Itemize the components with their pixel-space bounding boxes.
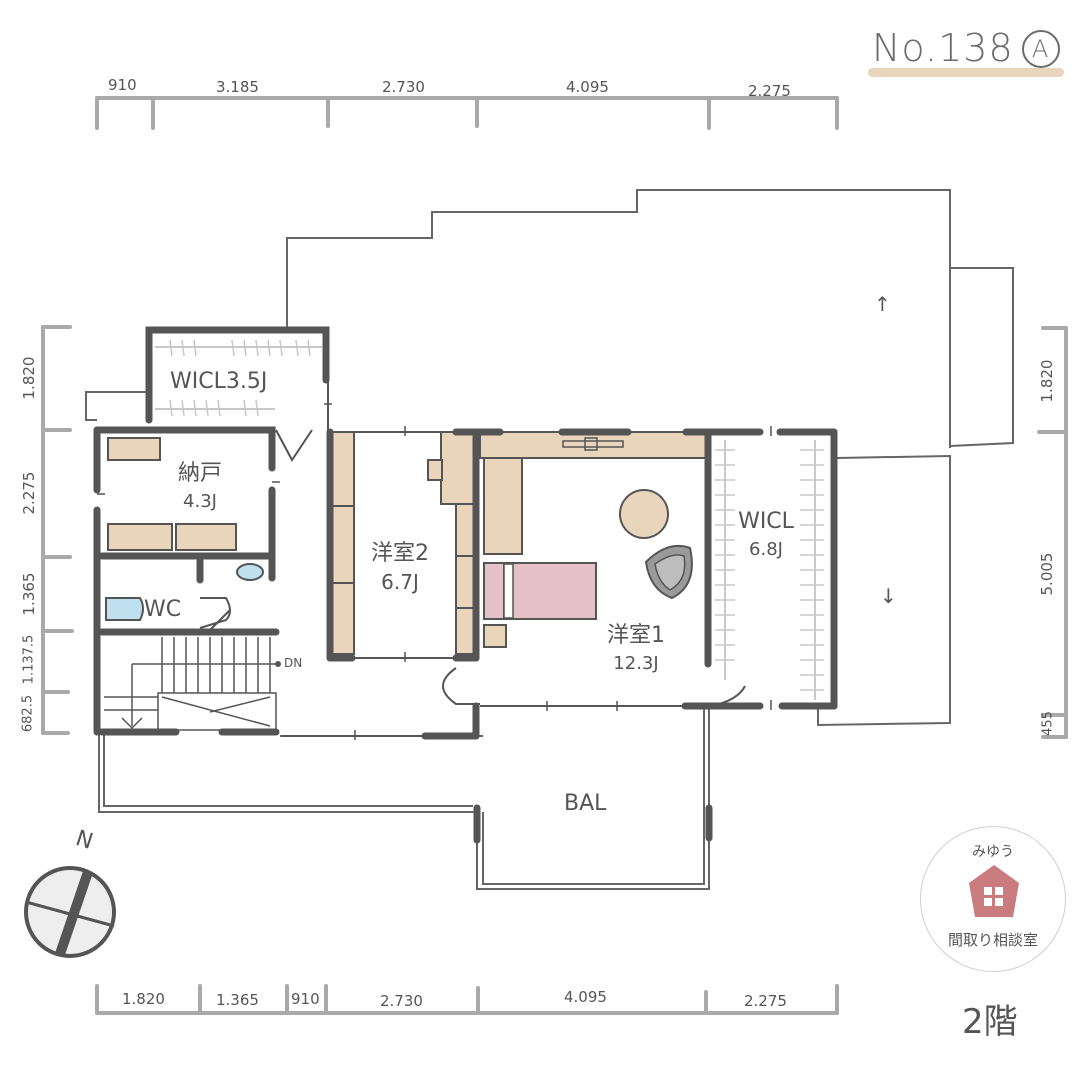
room-yoshitsu1: 洋室1 12.3J (596, 622, 676, 678)
title-underline (868, 68, 1064, 77)
dim-left-5: 682.5 (20, 694, 36, 733)
logo-badge: みゆう 間取り相談室 (920, 826, 1066, 972)
room-wicl-small: WICL3.5J (170, 368, 267, 396)
compass-icon (24, 866, 116, 958)
thick-walls (93, 326, 838, 844)
room-balcony: BAL (564, 790, 606, 818)
logo-bottom-text: 間取り相談室 (947, 931, 1038, 949)
room-yoshitsu2-name: 洋室2 (371, 541, 429, 566)
stairs (104, 637, 278, 731)
roof-outline (85, 189, 1014, 727)
room-yoshitsu2-size: 6.7J (381, 570, 419, 594)
room-balcony-name: BAL (564, 791, 607, 816)
logo-top-text: みゆう (972, 844, 1014, 860)
room-wc-name: WC (144, 597, 182, 622)
dim-top-5: 2.275 (748, 82, 791, 100)
room-yoshitsu1-name: 洋室1 (607, 623, 665, 648)
bed (483, 562, 597, 620)
room-wicl-small-name: WICL (170, 369, 226, 394)
dim-left-3: 1.365 (20, 572, 38, 616)
floor-label: 2階 (962, 1002, 1018, 1042)
dim-right-2: 5.005 (1038, 552, 1056, 596)
fixtures (105, 563, 264, 621)
roof-slope-down-arrow-icon: ↓ (880, 584, 897, 608)
dim-left-1: 1.820 (20, 356, 38, 400)
dim-bottom-5: 4.095 (564, 988, 607, 1006)
dim-top-3: 2.730 (382, 78, 425, 96)
roof-slope-up-arrow-icon: ↑ (874, 292, 891, 316)
dim-bottom-3: 910 (291, 990, 320, 1008)
dim-top-4: 4.095 (566, 78, 609, 96)
room-wicl-large-size: 6.8J (749, 539, 783, 560)
storage-fills (107, 431, 709, 655)
room-wc: WC (144, 596, 181, 624)
dimension-lines (41, 96, 1068, 1015)
plan-variant-badge: A (1021, 30, 1060, 68)
room-wicl-small-size: 3.5J (225, 369, 268, 394)
room-wicl-large: WICL 6.8J (724, 508, 808, 564)
room-yoshitsu2: 洋室2 6.7J (360, 540, 440, 596)
room-yoshitsu1-size: 12.3J (613, 653, 659, 674)
dim-right-3: 455 (1040, 711, 1056, 736)
stairs-dn-label: DN (284, 656, 303, 670)
room-wicl-large-name: WICL (738, 509, 794, 534)
dim-bottom-6: 2.275 (744, 992, 787, 1010)
dim-bottom-1: 1.820 (122, 990, 165, 1008)
dim-bottom-4: 2.730 (380, 992, 423, 1010)
dim-bottom-2: 1.365 (216, 991, 259, 1009)
room-nando: 納戸 4.3J (160, 460, 240, 516)
dim-top-1: 910 (108, 76, 137, 94)
room-nando-size: 4.3J (183, 491, 217, 512)
dim-left-2: 2.275 (20, 471, 38, 515)
dim-top-2: 3.185 (216, 78, 259, 96)
plan-number: No.138 (872, 26, 1014, 70)
dim-right-1: 1.820 (1038, 359, 1056, 403)
house-icon (969, 865, 1019, 917)
room-nando-name: 納戸 (177, 461, 222, 486)
